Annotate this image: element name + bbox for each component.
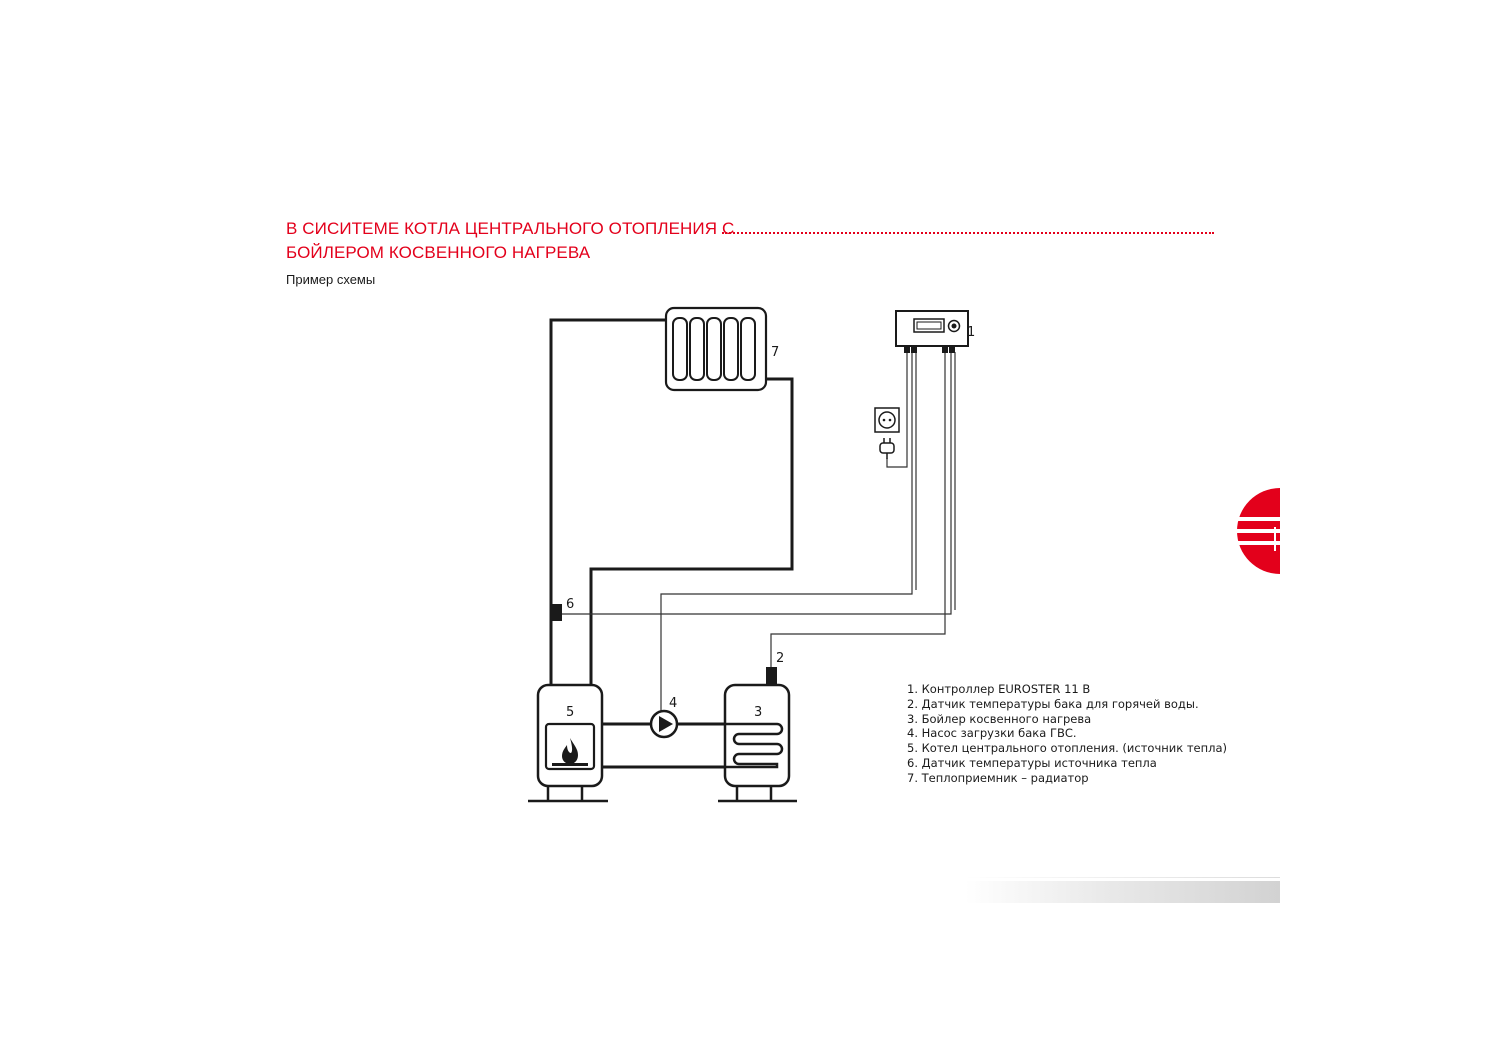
sensor2-wire	[770, 352, 946, 668]
central-boiler: 5	[528, 683, 608, 803]
radiator-label: 7	[771, 345, 779, 360]
legend-item-7: 7. Теплоприемник – радиатор	[907, 770, 1089, 785]
source-sensor: 6	[552, 597, 574, 621]
sensor6-wire	[560, 352, 952, 615]
boiler-tank-label: 3	[754, 705, 762, 720]
source-sensor-label: 6	[566, 597, 574, 612]
page-subtitle: Пример схемы	[286, 272, 376, 287]
legend-list: 1. Контроллер EUROSTER 11 B 2. Датчик те…	[907, 682, 1227, 786]
heating-pipes	[549, 318, 794, 769]
page-title-line-1: В СИСИТЕМЕ КОТЛА ЦЕНТРАЛЬНОГО ОТОПЛЕНИЯ …	[286, 219, 735, 238]
pump-label: 4	[669, 696, 677, 711]
return-pipe	[589, 377, 794, 686]
page-title-line-2: БОЙЛЕРОМ КОСВЕННОГО НАГРЕВА	[286, 243, 591, 262]
controller-label: 1	[967, 325, 975, 340]
title-dotted-leader	[722, 232, 1214, 234]
signal-wires	[560, 352, 956, 712]
pump-wire-a	[660, 352, 913, 712]
footer-rule	[965, 877, 1280, 878]
coil-icon	[725, 722, 784, 769]
legend-item-6: 6. Датчик температуры источника тепла	[907, 755, 1157, 770]
radiator-body	[664, 306, 768, 392]
plug-icon	[879, 438, 895, 459]
footer-bar	[965, 881, 1280, 903]
section-tab-icon	[1236, 488, 1280, 574]
pump-icon: 4	[649, 696, 679, 739]
boiler-tank: 3	[718, 683, 797, 803]
power-wire	[886, 352, 908, 468]
radiator: 7	[664, 306, 779, 392]
legend-item-2: 2. Датчик температуры бака для горячей в…	[907, 696, 1199, 711]
legend-item-4: 4. Насос загрузки бака ГВС.	[907, 726, 1077, 741]
socket-icon	[874, 407, 900, 433]
supply-pipe	[549, 318, 665, 686]
tank-sensor-label: 2	[776, 651, 784, 666]
central-boiler-label: 5	[566, 705, 574, 720]
tank-sensor: 2	[766, 651, 784, 685]
controller: 1	[895, 310, 975, 353]
legend-item-3: 3. Бойлер косвенного нагрева	[907, 711, 1092, 726]
legend-item-1: 1. Контроллер EUROSTER 11 B	[907, 682, 1091, 696]
page-title: В СИСИТЕМЕ КОТЛА ЦЕНТРАЛЬНОГО ОТОПЛЕНИЯ …	[286, 217, 734, 265]
flame-icon	[562, 738, 578, 764]
legend-item-5: 5. Котел центрального отопления. (источн…	[907, 741, 1228, 756]
